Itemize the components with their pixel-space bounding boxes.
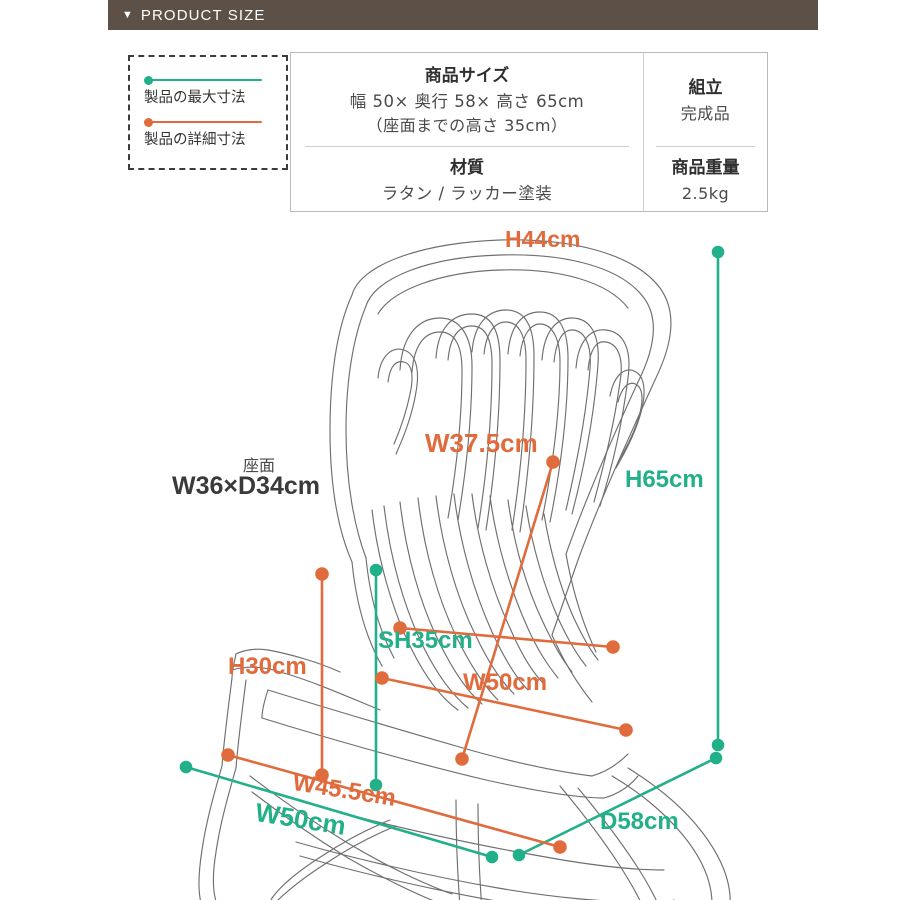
spec-column-right: 組立 完成品 商品重量 2.5kg	[644, 53, 767, 211]
dim-line-w50-frame	[380, 676, 628, 732]
dim-line-w455	[226, 753, 562, 849]
chair-dimension-drawing	[179, 239, 731, 900]
legend-swatch-detail	[144, 117, 264, 127]
spec-table: 商品サイズ 幅 50× 奥行 58× 高さ 65cm （座面までの高さ 35cm…	[290, 52, 768, 212]
spec-value-weight: 2.5kg	[681, 183, 730, 203]
dim-label-sh35: SH35cm	[378, 627, 473, 654]
dim-line-w375	[398, 626, 615, 649]
legend-bar-icon	[150, 120, 262, 123]
legend-dot-icon	[144, 117, 153, 127]
dim-label-w50-frame: W50cm	[463, 669, 548, 696]
spec-column-left: 商品サイズ 幅 50× 奥行 58× 高さ 65cm （座面までの高さ 35cm…	[291, 53, 644, 211]
dim-endpoint	[512, 848, 526, 862]
legend-bar-icon	[150, 78, 262, 81]
dim-endpoint	[369, 563, 383, 577]
dim-endpoint	[393, 621, 407, 635]
legend-label-max: 製品の最大寸法	[144, 89, 246, 106]
dim-endpoint	[619, 723, 633, 737]
chair-outline	[198, 239, 731, 900]
detail-dimension-lines	[221, 455, 633, 854]
spec-label-material: 材質	[450, 157, 484, 178]
max-dimension-lines	[179, 245, 725, 864]
spec-value-material: ラタン / ラッカー塗装	[381, 183, 553, 203]
dim-endpoint	[711, 738, 725, 752]
dim-endpoint	[709, 751, 723, 765]
dim-label-h44: H44cm	[505, 226, 581, 252]
dim-endpoint	[546, 455, 560, 469]
spec-row-weight: 商品重量 2.5kg	[656, 147, 755, 211]
legend: 製品の最大寸法 製品の詳細寸法	[128, 55, 288, 170]
dim-label-seat-caption: 座面	[243, 456, 276, 475]
dim-label-w375: W37.5cm	[425, 428, 538, 458]
dim-endpoint	[221, 748, 235, 762]
legend-item-max-dimension: 製品の最大寸法	[144, 75, 286, 107]
triangle-down-icon: ▼	[122, 8, 133, 21]
spec-row-material: 材質 ラタン / ラッカー塗装	[305, 147, 629, 211]
page-title: PRODUCT SIZE	[140, 6, 266, 24]
dim-endpoint	[455, 752, 469, 766]
spec-label-weight: 商品重量	[671, 157, 740, 178]
dim-line-d58	[517, 756, 718, 857]
dim-endpoint	[606, 640, 620, 654]
dim-label-h65: H65cm	[625, 466, 704, 493]
dim-endpoint	[375, 671, 389, 685]
legend-item-detail-dimension: 製品の詳細寸法	[144, 117, 286, 149]
dim-line-w50-total	[184, 765, 494, 859]
dim-label-h30: H30cm	[228, 653, 307, 680]
dim-label-d58: D58cm	[600, 808, 679, 835]
dim-line-h44	[460, 460, 555, 761]
dim-endpoint	[553, 840, 567, 854]
dim-endpoint	[711, 245, 725, 259]
spec-value-size-line2: （座面までの高さ 35cm）	[366, 116, 568, 136]
spec-label-assembly: 組立	[688, 78, 723, 99]
spec-value-size-line1: 幅 50× 奥行 58× 高さ 65cm	[349, 92, 585, 112]
dim-endpoint	[369, 778, 383, 792]
dim-endpoint	[179, 760, 193, 774]
legend-label-detail: 製品の詳細寸法	[144, 131, 246, 148]
section-header-bar: ▼ PRODUCT SIZE	[108, 0, 818, 30]
spec-label-size: 商品サイズ	[424, 66, 510, 87]
dim-endpoint	[485, 850, 499, 864]
dim-label-seat-size: W36×D34cm	[172, 472, 320, 500]
spec-row-size: 商品サイズ 幅 50× 奥行 58× 高さ 65cm （座面までの高さ 35cm…	[305, 53, 629, 147]
dim-endpoint	[315, 567, 329, 581]
spec-value-assembly: 完成品	[680, 104, 731, 124]
legend-dot-icon	[144, 75, 153, 85]
spec-row-assembly: 組立 完成品	[656, 53, 755, 147]
legend-swatch-max	[144, 75, 264, 85]
